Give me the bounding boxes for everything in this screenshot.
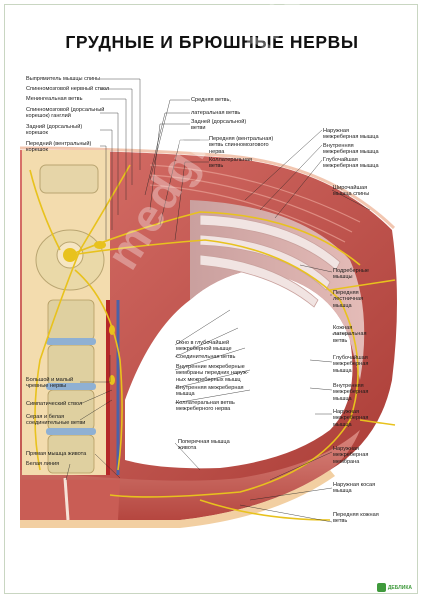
label-splanchnic-nerves: Большой и малый чревные нервы — [26, 377, 74, 390]
leader-lines — [65, 78, 371, 523]
label-latissimus-dorsi: Широчайшая мышца спины — [333, 185, 370, 198]
label-sympathetic-trunk: Симпатический ствол — [26, 401, 83, 407]
thoracic-cavity — [125, 270, 353, 469]
label-innermost-intercostal-top: Глубочайшая межреберная мышца — [323, 157, 379, 170]
label-external-oblique: Наружная косая мышца — [333, 482, 376, 495]
skin-edge — [19, 146, 396, 230]
label-transversus-abdominis: Поперечная мышца живота — [178, 439, 230, 452]
label-lateral-branch: латеральная ветвь — [191, 110, 241, 116]
intervertebral-discs — [46, 338, 96, 435]
label-anterior-cutaneous: Передняя кожная ветвь — [333, 512, 379, 525]
label-erector-spinae: Выпрямитель мышцы спины — [26, 76, 101, 82]
label-internal-membranes: Внутренние межреберные мембраны передних… — [176, 364, 249, 383]
page-title: ГРУДНЫЕ И БРЮШНЫЕ НЕРВЫ — [65, 32, 359, 52]
label-subcostal: Подреберные мышцы — [333, 268, 370, 281]
label-external-intercostal-bottom: Наружная межреберная мышца — [333, 409, 369, 428]
label-spinal-ganglion: Спинномозговой (дорсальный корешок) ганг… — [26, 107, 105, 120]
label-rectus-abdominis: Прямая мышца живота — [26, 451, 87, 457]
ganglia — [94, 241, 115, 385]
fat-layer — [20, 470, 335, 528]
label-ventral-ramus: Передняя (вентральная) ветвь спинномозго… — [209, 136, 274, 155]
label-lateral-cutaneous: Кожная латеральная ветвь — [333, 325, 367, 344]
label-ventral-root: Передний (вентральный) корешок — [26, 141, 92, 154]
label-external-membrane: Наружная межреберная мембрана — [333, 446, 369, 465]
label-collateral-intercostal: Коллатеральная ветвь межреберного нерва — [176, 400, 235, 413]
linea-alba — [63, 477, 70, 521]
nerves — [29, 164, 396, 521]
spine — [22, 150, 110, 475]
poster-frame — [4, 4, 418, 594]
label-linea-alba: Белая линия — [26, 461, 60, 467]
label-dorsal-root: Задний (дорсальный) корешок — [26, 124, 83, 137]
label-external-intercostal-top: Наружная межреберная мышца — [323, 128, 379, 141]
label-internal-intercostal-bottom: Внутренняя межреберная мышца — [333, 383, 369, 402]
label-collateral-branch: Коллатеральная ветвь — [209, 157, 253, 170]
label-dorsal-ramus: Задней (дорсальной) ветви — [191, 119, 247, 132]
publisher-logo: ДЕБЛИКА — [376, 583, 412, 592]
rectus-abdominis — [20, 480, 120, 520]
label-meningeal-branch: Менингеальная ветвь — [26, 96, 83, 102]
label-innermost-intercostal: Глубочайшая межреберная мышца — [333, 355, 369, 374]
logo-text: ДЕБЛИКА — [387, 584, 412, 591]
label-anterior-scalene: Передняя лестничная мышца — [333, 290, 364, 309]
label-spinal-trunk: Спинномозговой нервный ствол — [26, 86, 110, 92]
label-internal-intercostal-top: Внутренняя межреберная мышца — [323, 143, 379, 156]
label-medial-branch: Средняя ветвь, — [191, 97, 231, 103]
label-internal-intercostal: Внутренняя межреберная мышца — [176, 385, 244, 398]
label-connecting-branch: Соединительная ветвь — [176, 354, 236, 360]
label-rami-communicantes: Серая и белая соединительные ветви — [26, 414, 86, 427]
logo-icon — [376, 583, 386, 592]
label-window-innermost: Окно в глубочайшей межреберной мышце — [176, 340, 232, 353]
